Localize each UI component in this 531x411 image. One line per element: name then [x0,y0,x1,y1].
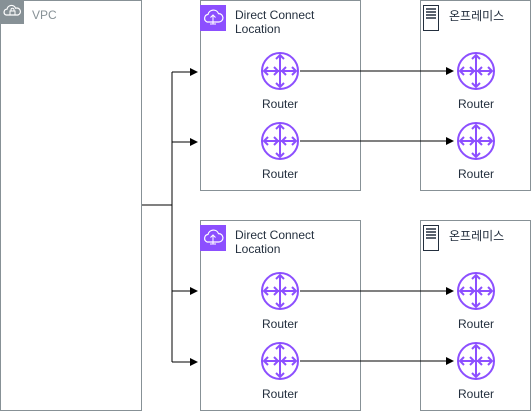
router-icon [260,271,300,311]
router-label: Router [457,317,495,331]
vpc-fanout [142,68,198,366]
direct-connect-icon [200,5,226,31]
vpc-label: VPC [32,8,57,22]
dc-location-2-title: Direct Connect Location [235,228,314,256]
vpc-group [0,0,142,411]
router-label: Router [457,167,495,181]
router-label: Router [261,97,299,111]
router-icon [456,341,496,381]
router-label: Router [457,97,495,111]
router-label: Router [457,387,495,401]
vpc-icon [0,0,24,24]
router-links [300,67,454,365]
router-icon [456,271,496,311]
server-icon [423,225,439,251]
onprem-1-title: 온프레미스 [449,9,505,23]
onprem-2-title: 온프레미스 [449,229,505,243]
dc-location-1-title-text: Direct Connect Location [235,8,315,36]
direct-connect-icon [200,225,226,251]
server-icon [423,5,439,31]
router-icon [456,121,496,161]
dc-location-2-title-text: Direct Connect Location [235,228,315,256]
router-label: Router [261,167,299,181]
router-label: Router [261,387,299,401]
router-icon [260,341,300,381]
router-icon [260,51,300,91]
dc-location-1-title: Direct Connect Location [235,8,314,36]
router-icon [260,121,300,161]
router-icon [456,51,496,91]
router-label: Router [261,317,299,331]
